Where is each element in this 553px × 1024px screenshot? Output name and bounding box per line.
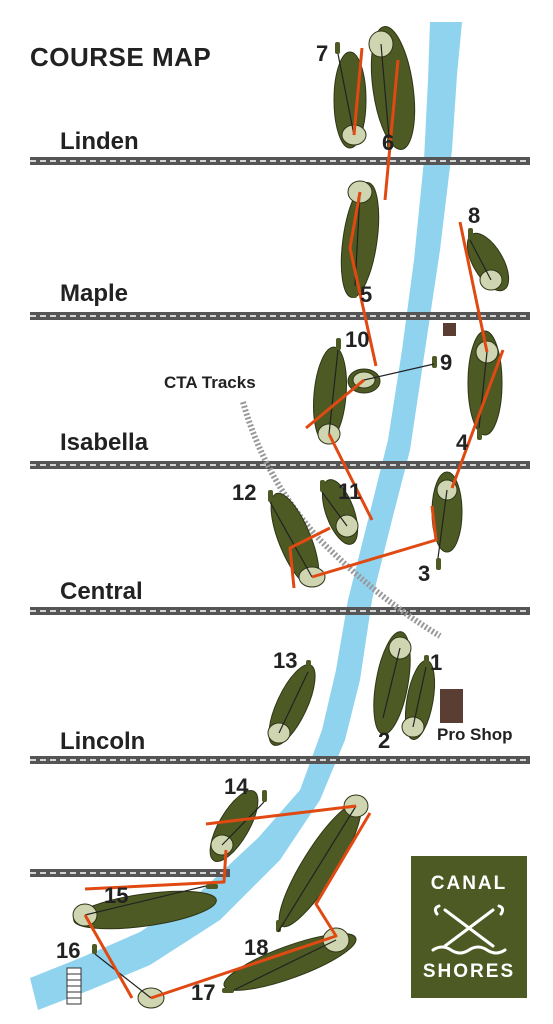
cta-tracks <box>240 401 442 639</box>
hole-14-label: 14 <box>224 774 249 799</box>
logo-text-top: CANAL <box>430 873 508 894</box>
hole-6-label: 6 <box>382 130 395 155</box>
hole-17-label: 17 <box>191 980 216 1005</box>
hole-13-label: 13 <box>273 648 298 673</box>
hole-3-label: 3 <box>418 561 431 586</box>
roads <box>30 157 530 877</box>
hole-1-label: 1 <box>430 650 443 675</box>
hole-11-label: 11 <box>338 479 362 504</box>
street-central: Central <box>60 578 143 605</box>
hole-2-label: 2 <box>378 728 391 753</box>
fairway-5 <box>340 182 380 298</box>
bridge <box>66 967 82 1005</box>
hole-lines <box>84 43 492 999</box>
canal-shores-logo: CANAL SHORES <box>411 856 527 998</box>
hole-5-label: 5 <box>360 282 373 307</box>
fairway-15 <box>73 890 217 930</box>
street-lincoln: Lincoln <box>60 728 146 755</box>
tees <box>92 42 482 993</box>
canal-water <box>30 22 462 1010</box>
hole-18-label: 18 <box>244 935 269 960</box>
hole-8-label: 8 <box>468 203 481 228</box>
pro-shop-label: Pro Shop <box>437 725 513 744</box>
map-title: COURSE MAP <box>30 42 212 72</box>
pro-shop-building <box>440 689 463 723</box>
street-linden: Linden <box>60 128 139 155</box>
hole-9-label: 9 <box>440 350 453 375</box>
hole-4-label: 4 <box>456 430 469 455</box>
cta-tracks-label: CTA Tracks <box>164 373 256 392</box>
building-marker <box>443 323 456 336</box>
street-isabella: Isabella <box>60 429 149 456</box>
walking-route <box>83 47 505 1000</box>
street-maple: Maple <box>60 280 129 307</box>
logo-text-bottom: SHORES <box>422 961 516 982</box>
hole-12-label: 12 <box>232 480 257 505</box>
hole-16-label: 16 <box>56 938 81 963</box>
hole-7-label: 7 <box>316 41 329 66</box>
fairways <box>73 26 510 991</box>
hole-10-label: 10 <box>345 327 370 352</box>
crossed-clubs-icon <box>431 904 507 955</box>
hole-15-label: 15 <box>104 883 129 908</box>
